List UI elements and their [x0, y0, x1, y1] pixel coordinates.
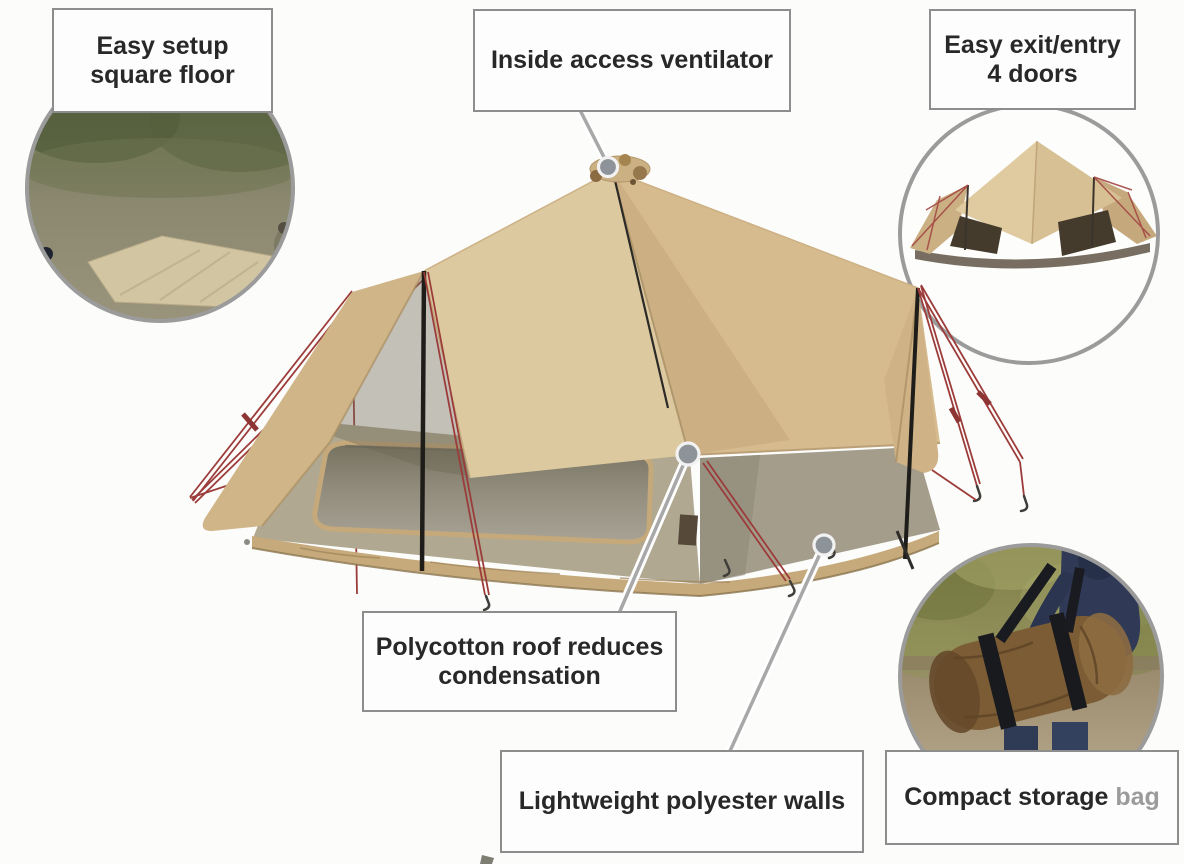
callout-easy-setup-label: Easy setup square floor — [90, 31, 235, 89]
guy-ropes-right — [917, 284, 1029, 513]
callout-ventilator: Inside access ventilator — [473, 9, 791, 112]
callout-bag-label: Compact storage bag — [904, 783, 1160, 811]
guy-ropes-front — [423, 271, 796, 612]
callout-dot-roof — [675, 441, 701, 467]
mini-tent-door-right — [1058, 210, 1116, 256]
tent-logo-patch — [677, 514, 699, 546]
main-tent — [189, 154, 1029, 612]
callout-walls: Lightweight polyester walls — [500, 750, 864, 853]
callout-roof-label: Polycotton roof reduces condensation — [375, 632, 664, 690]
callout-doors-label: Easy exit/entry 4 doors — [944, 30, 1121, 88]
left-awning — [202, 271, 424, 531]
callout-dot-walls — [812, 533, 836, 557]
tent-stakes — [244, 530, 915, 578]
mini-tent-door-left — [950, 216, 1002, 254]
callout-dot-ventilator — [596, 155, 620, 179]
right-awning — [884, 288, 939, 473]
callout-walls-label: Lightweight polyester walls — [518, 787, 846, 815]
tent-poles — [419, 175, 920, 572]
leader-line-ventilator — [576, 107, 620, 179]
callout-doors: Easy exit/entry 4 doors — [929, 9, 1136, 110]
callout-ventilator-label: Inside access ventilator — [490, 46, 774, 74]
callout-roof: Polycotton roof reduces condensation — [362, 611, 677, 712]
tent-skirt — [252, 531, 939, 596]
callout-easy-setup: Easy setup square floor — [52, 8, 273, 113]
roof-left-face — [424, 171, 689, 478]
storage-duffel-bag — [929, 612, 1134, 734]
tent-right-wall — [700, 447, 940, 584]
bottom-edge-artifact — [480, 855, 494, 864]
leader-line-roof — [615, 441, 701, 616]
leader-line-walls — [725, 533, 836, 756]
callout-bag: Compact storage bag — [885, 750, 1179, 845]
